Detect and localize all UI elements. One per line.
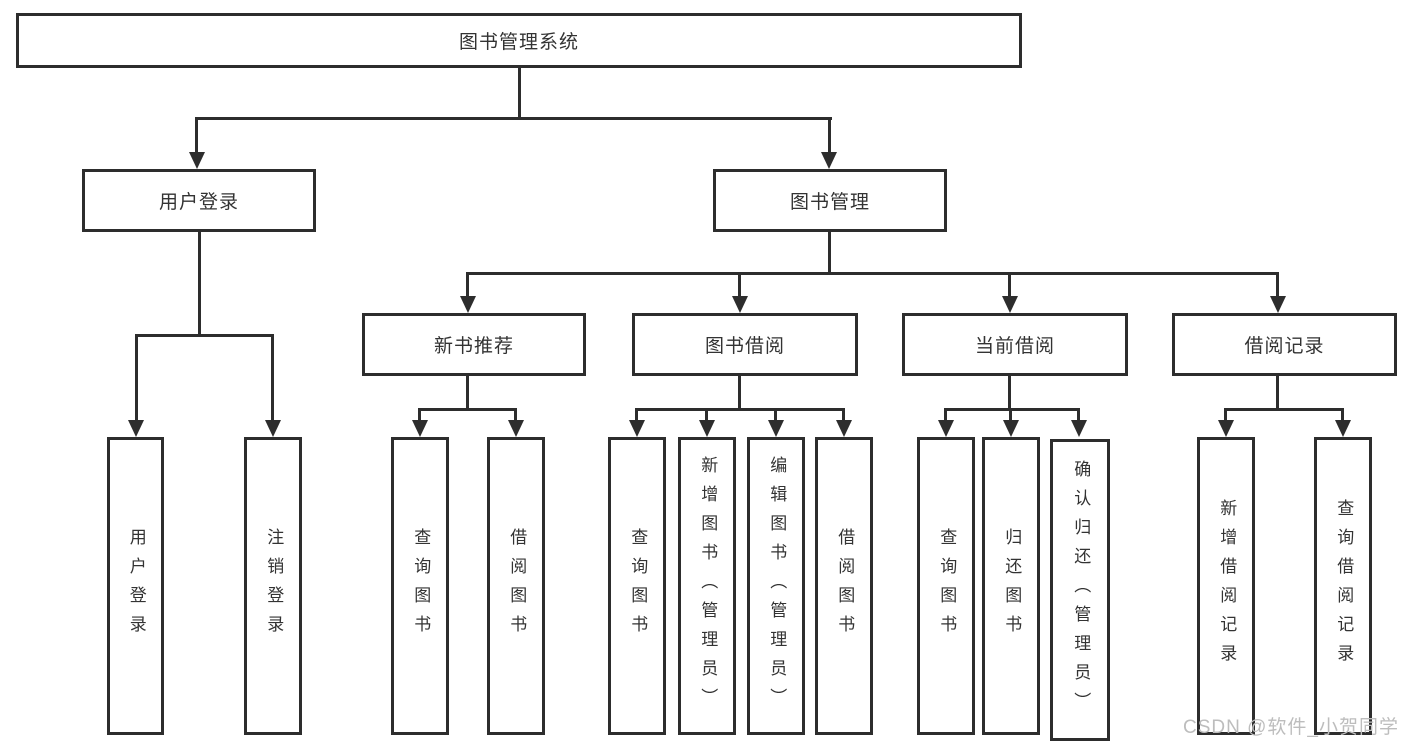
arrow-down-icon: [1335, 420, 1351, 437]
node-borrowing-records: 借阅记录: [1172, 313, 1397, 376]
arrow-down-icon: [938, 420, 954, 437]
connector-leaf-line: [418, 408, 421, 422]
arrow-down-icon: [128, 420, 144, 437]
leaf-label: 编辑图书（管理员）: [767, 455, 787, 717]
leaf-confirm-return-admin: 确认归还（管理员）: [1050, 439, 1110, 741]
arrow-down-icon: [189, 152, 205, 169]
arrow-down-icon: [508, 420, 524, 437]
connector-to-new-book: [466, 272, 469, 298]
connector-to-borrowing-records: [1276, 272, 1279, 298]
leaf-return-books: 归还图书: [982, 437, 1040, 735]
node-label: 用户登录: [158, 192, 239, 213]
node-label: 新书推荐: [433, 336, 514, 357]
leaf-add-books-admin: 新增图书（管理员）: [678, 437, 736, 735]
leaf-query-books-1: 查询图书: [391, 437, 449, 735]
leaf-query-borrowing-record: 查询借阅记录: [1314, 437, 1372, 735]
arrow-down-icon: [821, 152, 837, 169]
arrow-down-icon: [768, 420, 784, 437]
connector-new-book-stem: [466, 376, 469, 410]
leaf-label: 新增图书（管理员）: [698, 455, 718, 717]
connector-to-leaf-logout: [271, 334, 274, 422]
connector-leaf-line: [1009, 408, 1012, 422]
leaf-label: 确认归还（管理员）: [1071, 459, 1091, 721]
connector-to-current-borrowing: [1008, 272, 1011, 298]
arrow-down-icon: [732, 296, 748, 313]
connector-book-management-stem: [828, 232, 831, 275]
connector-to-book-management: [828, 117, 831, 155]
connector-book-management-branch: [466, 272, 1279, 275]
arrow-down-icon: [1218, 420, 1234, 437]
leaf-label: 借阅图书: [835, 528, 855, 644]
leaf-label: 归还图书: [1002, 528, 1022, 644]
leaf-label: 查询图书: [411, 528, 431, 644]
leaf-label: 查询借阅记录: [1334, 499, 1354, 673]
leaf-label: 用户登录: [126, 528, 146, 644]
node-current-borrowing: 当前借阅: [902, 313, 1128, 376]
connector-leaf-line: [635, 408, 638, 422]
connector-book-borrowing-stem: [738, 376, 741, 410]
node-label: 当前借阅: [974, 336, 1055, 357]
connector-user-login-stem: [198, 232, 201, 336]
leaf-borrow-books-2: 借阅图书: [815, 437, 873, 735]
node-library-management-system: 图书管理系统: [16, 13, 1022, 68]
connector-borrowing-records-stem: [1276, 376, 1279, 410]
connector-user-login-branch: [135, 334, 274, 337]
connector-root-stem: [518, 68, 521, 119]
leaf-label: 查询图书: [937, 528, 957, 644]
arrow-down-icon: [1071, 420, 1087, 437]
node-user-login: 用户登录: [82, 169, 316, 232]
leaf-logout: 注销登录: [244, 437, 302, 735]
leaf-add-borrowing-record: 新增借阅记录: [1197, 437, 1255, 735]
arrow-down-icon: [1003, 420, 1019, 437]
connector-leaf-line: [514, 408, 517, 422]
arrow-down-icon: [460, 296, 476, 313]
connector-leaf-line: [944, 408, 947, 422]
arrow-down-icon: [1002, 296, 1018, 313]
arrow-down-icon: [412, 420, 428, 437]
connector-to-leaf-user-login: [135, 334, 138, 422]
node-label: 图书管理系统: [458, 32, 579, 53]
node-label: 图书管理: [789, 192, 870, 213]
csdn-watermark: CSDN @软件_小贺同学: [1183, 717, 1399, 738]
connector-borrowing-records-branch: [1224, 408, 1344, 411]
connector-leaf-line: [774, 408, 777, 422]
leaf-label: 查询图书: [628, 528, 648, 644]
connector-root-branch: [196, 117, 832, 120]
node-new-book-recommendation: 新书推荐: [362, 313, 586, 376]
connector-to-user-login: [195, 117, 198, 155]
arrow-down-icon: [1270, 296, 1286, 313]
arrow-down-icon: [836, 420, 852, 437]
node-book-borrowing: 图书借阅: [632, 313, 858, 376]
arrow-down-icon: [629, 420, 645, 437]
leaf-label: 注销登录: [264, 528, 284, 644]
arrow-down-icon: [699, 420, 715, 437]
leaf-label: 借阅图书: [507, 528, 527, 644]
leaf-edit-books-admin: 编辑图书（管理员）: [747, 437, 805, 735]
connector-leaf-line: [842, 408, 845, 422]
connector-leaf-line: [705, 408, 708, 422]
connector-leaf-line: [1077, 408, 1080, 422]
connector-to-book-borrowing: [738, 272, 741, 298]
connector-leaf-line: [1224, 408, 1227, 422]
connector-current-borrowing-stem: [1008, 376, 1011, 410]
leaf-label: 新增借阅记录: [1217, 499, 1237, 673]
connector-new-book-branch: [418, 408, 517, 411]
connector-current-borrowing-branch: [944, 408, 1080, 411]
leaf-user-login: 用户登录: [107, 437, 164, 735]
leaf-query-books-3: 查询图书: [917, 437, 975, 735]
connector-book-borrowing-branch: [635, 408, 845, 411]
connector-leaf-line: [1341, 408, 1344, 422]
leaf-borrow-books-1: 借阅图书: [487, 437, 545, 735]
leaf-query-books-2: 查询图书: [608, 437, 666, 735]
node-label: 图书借阅: [704, 336, 785, 357]
node-label: 借阅记录: [1244, 336, 1325, 357]
node-book-management: 图书管理: [713, 169, 947, 232]
arrow-down-icon: [265, 420, 281, 437]
